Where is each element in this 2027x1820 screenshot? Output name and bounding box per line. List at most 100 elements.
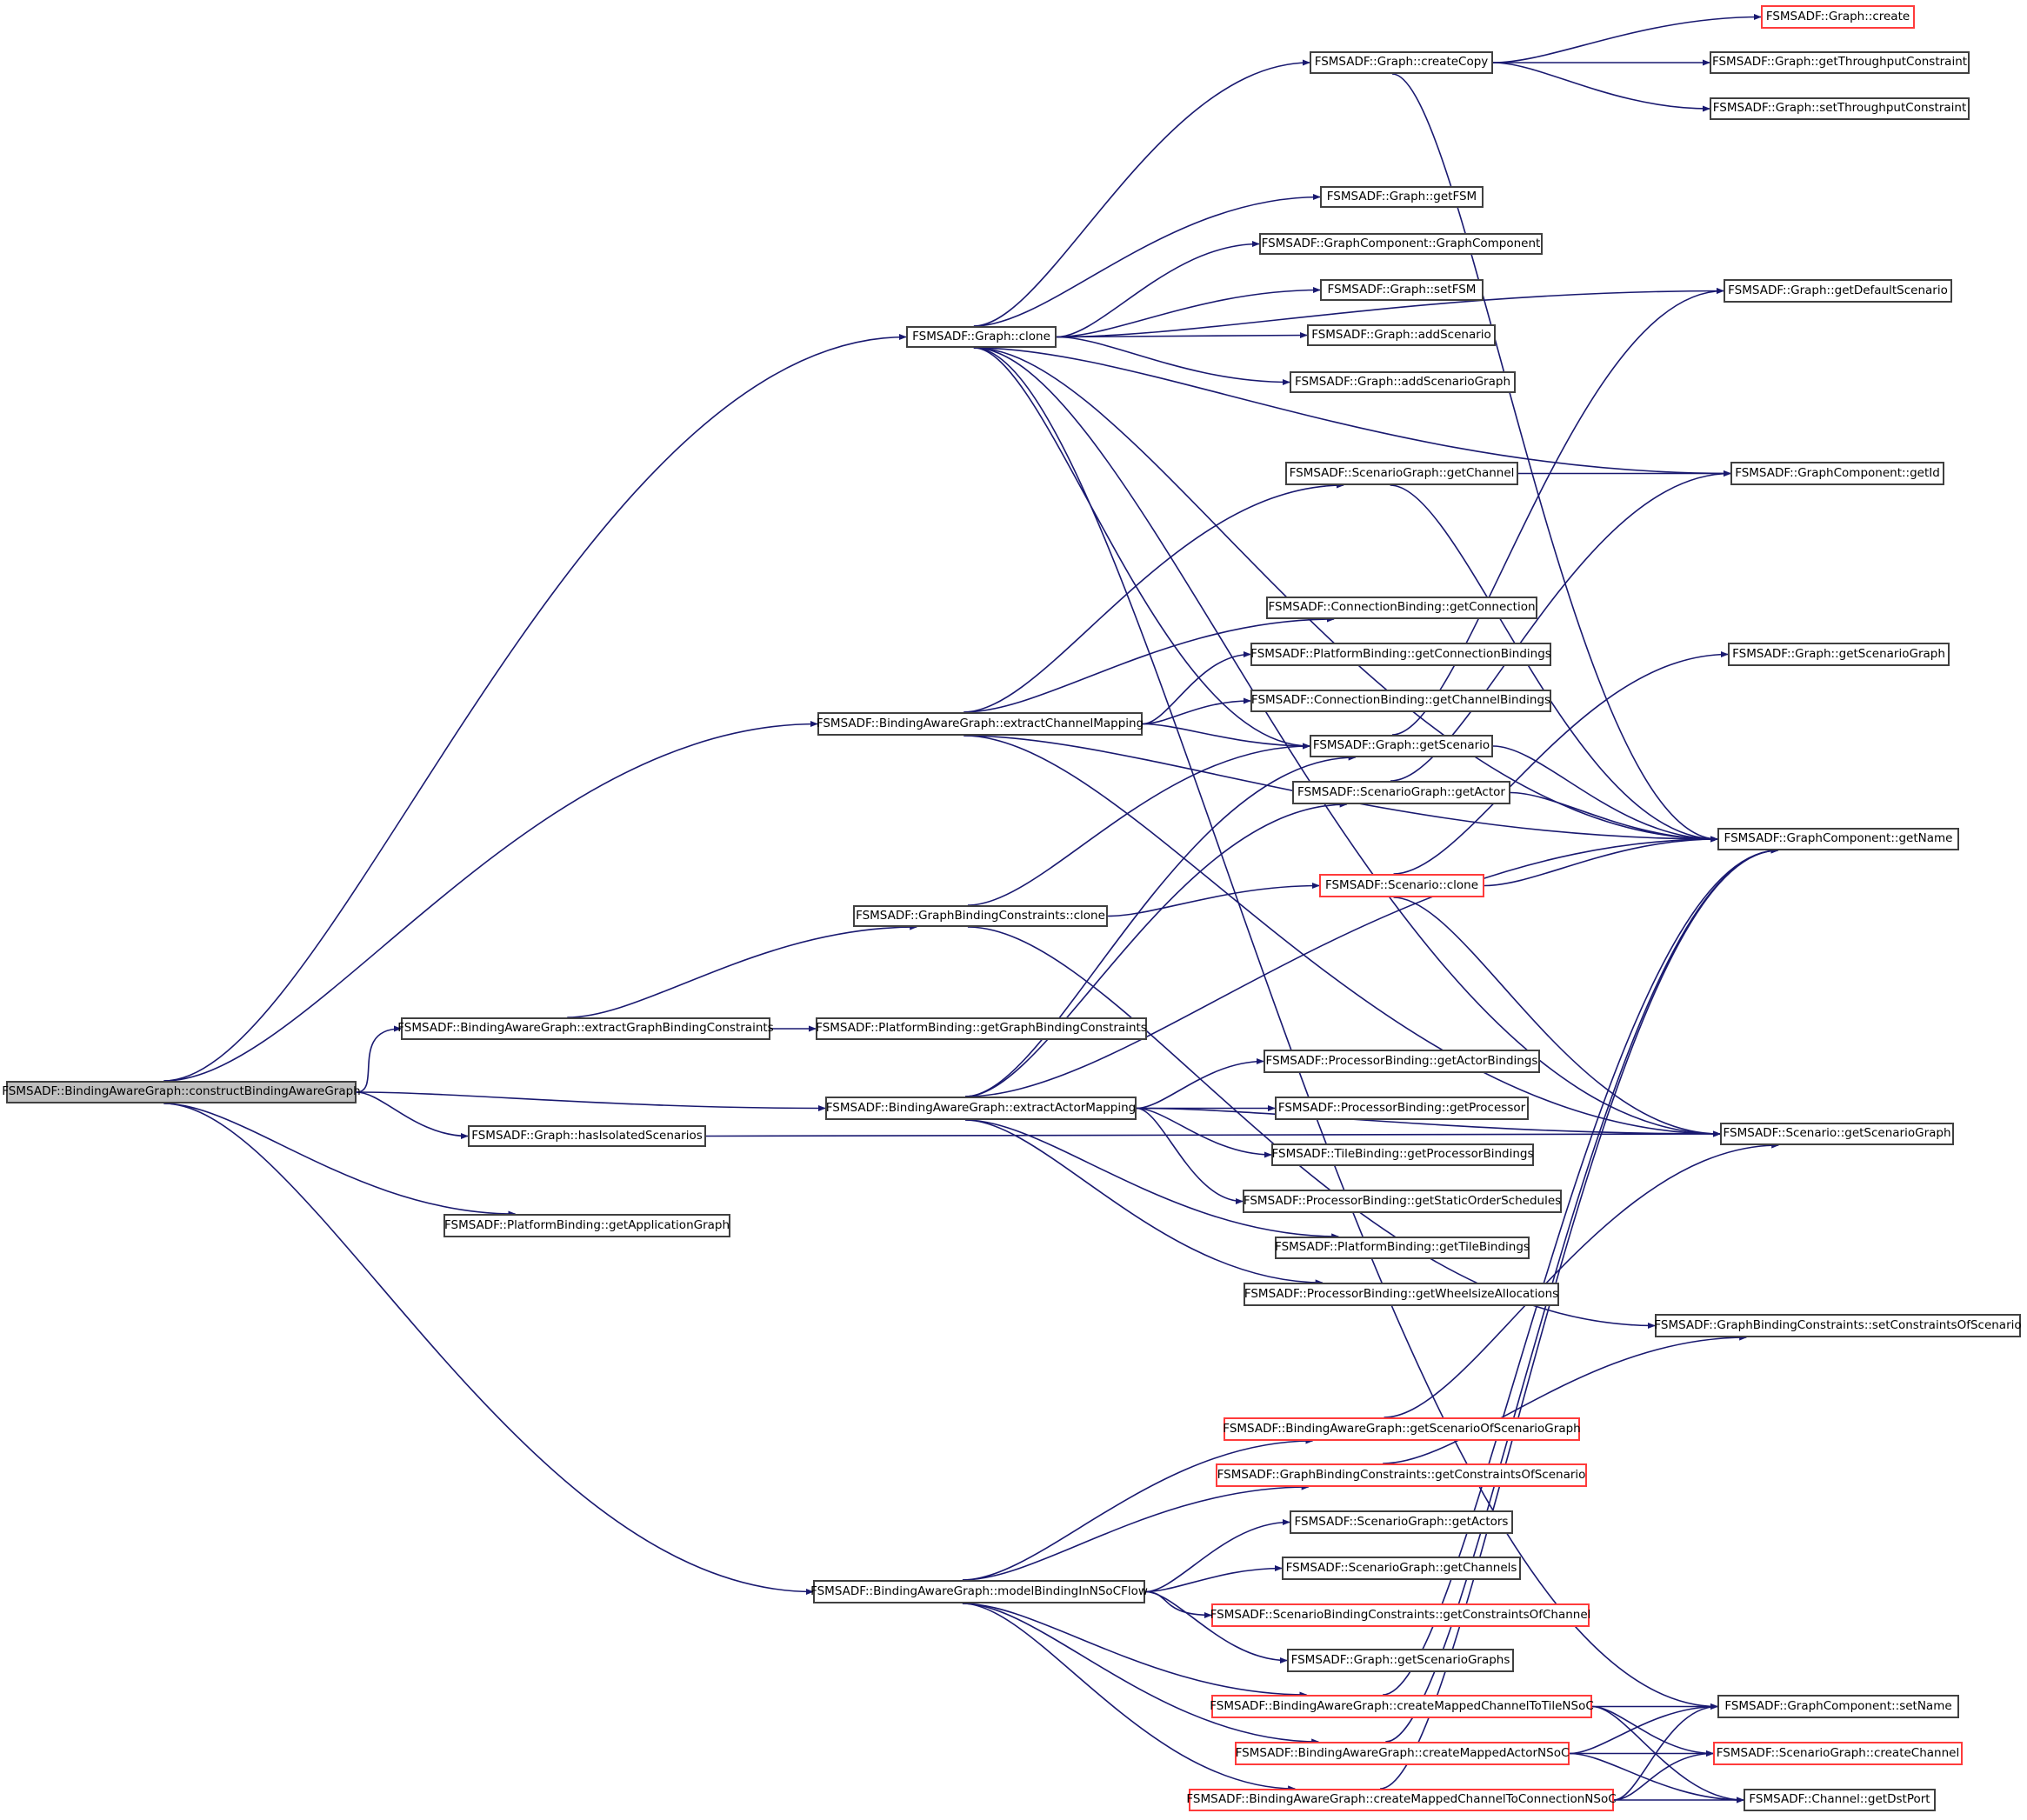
- call-edge: [963, 735, 1721, 1137]
- call-edge: [973, 347, 1310, 750]
- call-edge: [965, 754, 1357, 1097]
- function-node[interactable]: FSMSADF::ScenarioGraph::getChannels: [1282, 1557, 1521, 1580]
- function-node[interactable]: FSMSADF::ProcessorBinding::getProcessor: [1275, 1097, 1529, 1120]
- function-node[interactable]: FSMSADF::PlatformBinding::getGraphBindin…: [816, 1017, 1147, 1040]
- function-node[interactable]: FSMSADF::BindingAwareGraph::createMapped…: [1186, 1789, 1617, 1811]
- call-edge: [1492, 745, 1718, 843]
- call-edge: [1492, 62, 1710, 112]
- function-node[interactable]: FSMSADF::GraphComponent::GraphComponent: [1259, 233, 1543, 255]
- function-node[interactable]: FSMSADF::Graph::createCopy: [1310, 51, 1493, 74]
- call-edge: [1056, 336, 1290, 386]
- function-node[interactable]: FSMSADF::Graph::setThroughputConstraint: [1710, 97, 1970, 120]
- call-edge: [163, 1103, 814, 1596]
- function-node[interactable]: FSMSADF::GraphBindingConstraints::getCon…: [1216, 1463, 1587, 1487]
- call-edge: [1136, 1107, 1244, 1205]
- call-edge: [965, 1119, 1324, 1286]
- function-node[interactable]: FSMSADF::Channel::getDstPort: [1744, 1789, 1936, 1811]
- function-node[interactable]: FSMSADF::GraphComponent::getId: [1730, 462, 1944, 485]
- call-edge: [1056, 286, 1321, 338]
- function-node[interactable]: FSMSADF::TileBinding::getProcessorBindin…: [1271, 1143, 1534, 1166]
- function-node[interactable]: FSMSADF::Scenario::clone: [1319, 874, 1484, 897]
- call-edge: [962, 1603, 1297, 1792]
- function-node[interactable]: FSMSADF::ProcessorBinding::getStaticOrde…: [1243, 1190, 1562, 1213]
- function-node[interactable]: FSMSADF::ScenarioGraph::createChannel: [1713, 1742, 1963, 1765]
- call-edge: [973, 59, 1310, 327]
- function-node[interactable]: FSMSADF::Graph::addScenario: [1307, 324, 1496, 346]
- call-edge: [1142, 723, 1310, 750]
- call-edge: [967, 926, 1656, 1330]
- call-edge: [965, 801, 1348, 1097]
- call-edge: [1393, 650, 1729, 875]
- function-node[interactable]: FSMSADF::Graph::getDefaultScenario: [1724, 279, 1952, 303]
- function-node[interactable]: FSMSADF::BindingAwareGraph::extractActor…: [825, 1097, 1137, 1120]
- call-edge: [163, 1103, 517, 1217]
- call-edge: [1484, 836, 1718, 887]
- function-node[interactable]: FSMSADF::PlatformBinding::getApplication…: [443, 1214, 730, 1237]
- function-node[interactable]: FSMSADF::BindingAwareGraph::createMapped…: [1235, 1742, 1570, 1765]
- function-node[interactable]: FSMSADF::ScenarioGraph::getActor: [1292, 781, 1510, 804]
- call-edge: [962, 1603, 1320, 1745]
- call-edge: [1136, 1107, 1272, 1158]
- call-edge: [967, 743, 1310, 906]
- call-edge: [1056, 240, 1260, 338]
- call-edge: [1144, 1518, 1290, 1593]
- function-node[interactable]: FSMSADF::BindingAwareGraph::getScenarioO…: [1223, 1417, 1581, 1441]
- function-node[interactable]: FSMSADF::Graph::setFSM: [1320, 279, 1484, 301]
- function-node[interactable]: FSMSADF::Graph::getScenarioGraph: [1728, 643, 1950, 666]
- function-node[interactable]: FSMSADF::Graph::create: [1761, 5, 1915, 29]
- function-node[interactable]: FSMSADF::GraphComponent::setName: [1717, 1695, 1959, 1718]
- function-node[interactable]: FSMSADF::Graph::addScenarioGraph: [1290, 371, 1516, 393]
- function-node[interactable]: FSMSADF::ScenarioBindingConstraints::get…: [1210, 1603, 1590, 1627]
- call-edge: [1142, 697, 1251, 725]
- function-node[interactable]: FSMSADF::ConnectionBinding::getChannelBi…: [1250, 690, 1551, 712]
- call-edge: [1391, 287, 1724, 736]
- function-node[interactable]: FSMSADF::GraphBindingConstraints::setCon…: [1654, 1314, 2022, 1337]
- call-edge: [973, 347, 1731, 477]
- call-edge: [962, 1603, 1308, 1698]
- function-node[interactable]: FSMSADF::BindingAwareGraph::extractChann…: [817, 712, 1144, 736]
- function-node[interactable]: FSMSADF::ConnectionBinding::getConnectio…: [1266, 597, 1537, 619]
- function-node[interactable]: FSMSADF::BindingAwareGraph::modelBinding…: [810, 1580, 1148, 1603]
- call-edge: [1569, 1752, 1744, 1803]
- function-node[interactable]: FSMSADF::BindingAwareGraph::createMapped…: [1210, 1695, 1594, 1718]
- function-node[interactable]: FSMSADF::Graph::getScenario: [1310, 735, 1493, 757]
- function-node[interactable]: FSMSADF::Scenario::getScenarioGraph: [1720, 1123, 1954, 1145]
- call-edge: [1136, 1107, 1721, 1137]
- call-edge: [163, 720, 818, 1082]
- function-node[interactable]: FSMSADF::GraphBindingConstraints::clone: [853, 905, 1108, 927]
- call-edge: [1613, 1750, 1714, 1801]
- function-node[interactable]: FSMSADF::Graph::hasIsolatedScenarios: [468, 1125, 706, 1147]
- call-edge: [973, 193, 1321, 327]
- call-edge: [1144, 1590, 1212, 1619]
- root-function-node[interactable]: FSMSADF::BindingAwareGraph::constructBin…: [2, 1081, 361, 1103]
- function-node[interactable]: FSMSADF::PlatformBinding::getConnectionB…: [1250, 643, 1551, 666]
- function-node[interactable]: FSMSADF::Graph::clone: [906, 326, 1057, 348]
- function-node[interactable]: FSMSADF::ProcessorBinding::getActorBindi…: [1264, 1050, 1540, 1073]
- function-node[interactable]: FSMSADF::Graph::getFSM: [1320, 186, 1484, 208]
- function-node[interactable]: FSMSADF::ProcessorBinding::getWheelsizeA…: [1244, 1283, 1559, 1306]
- function-node[interactable]: FSMSADF::PlatformBinding::getTileBinding…: [1275, 1237, 1530, 1259]
- function-node[interactable]: FSMSADF::Graph::getThroughputConstraint: [1710, 51, 1970, 74]
- call-edge: [1142, 650, 1251, 725]
- function-node[interactable]: FSMSADF::Graph::getScenarioGraphs: [1287, 1649, 1514, 1672]
- function-node[interactable]: FSMSADF::ScenarioGraph::getChannel: [1285, 462, 1518, 485]
- call-edge: [705, 1130, 1721, 1137]
- call-edge: [1613, 1703, 1718, 1801]
- function-node[interactable]: FSMSADF::ScenarioGraph::getActors: [1290, 1510, 1513, 1534]
- call-edge: [1144, 1564, 1283, 1593]
- call-edge: [1384, 1142, 1780, 1418]
- function-node[interactable]: FSMSADF::GraphComponent::getName: [1717, 828, 1959, 850]
- function-node[interactable]: FSMSADF::BindingAwareGraph::extractGraph…: [397, 1017, 774, 1040]
- call-edge: [963, 616, 1335, 713]
- call-edge: [1569, 1703, 1718, 1755]
- call-edge: [963, 735, 1718, 843]
- call-edge: [1144, 1590, 1288, 1664]
- call-edge: [973, 347, 1718, 843]
- call-edge: [1380, 847, 1779, 1790]
- call-edge: [962, 1483, 1310, 1581]
- call-edge: [1383, 1334, 1748, 1464]
- call-edge: [1390, 470, 1731, 782]
- call-edge: [1107, 882, 1320, 917]
- call-edge: [1056, 287, 1724, 338]
